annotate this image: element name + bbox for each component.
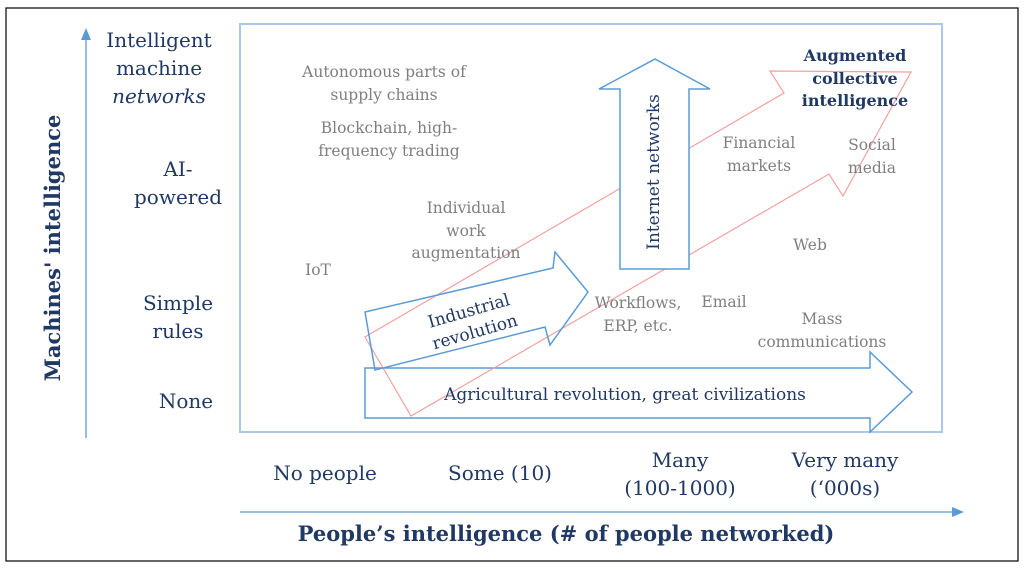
x-level: No people xyxy=(273,461,377,485)
example-label: work xyxy=(446,222,486,240)
example-label: Social xyxy=(848,136,896,154)
augmented-label-line: Augmented xyxy=(803,46,907,65)
example-label: supply chains xyxy=(330,86,437,104)
augmented-label-line: collective xyxy=(812,69,897,88)
x-level: Some (10) xyxy=(448,461,552,485)
industrial-label: Industrial revolution xyxy=(426,290,520,354)
agricultural-arrow xyxy=(364,350,914,434)
x-axis-arrow xyxy=(240,507,964,517)
example-label: Workflows, xyxy=(595,294,682,312)
y-level: rules xyxy=(153,319,204,343)
y-level: None xyxy=(159,389,213,413)
example-label: Blockchain, high- xyxy=(321,119,458,137)
example-label: Individual xyxy=(427,199,506,217)
augmented-label-line: intelligence xyxy=(802,91,908,110)
y-level: AI- xyxy=(162,157,192,181)
example-label: ERP, etc. xyxy=(603,317,672,335)
y-axis-title: Machines' intelligence xyxy=(40,115,65,382)
y-axis-levels: Intelligent machine networks AI- powered… xyxy=(106,28,222,413)
example-label: Web xyxy=(793,236,827,254)
example-label: frequency trading xyxy=(318,142,459,160)
examples: Autonomous parts of supply chains Blockc… xyxy=(301,63,896,351)
y-level: Simple xyxy=(143,291,213,315)
augmented-arrow xyxy=(364,70,913,417)
example-label: Mass xyxy=(801,310,842,328)
example-label: communications xyxy=(758,333,887,351)
example-label: markets xyxy=(727,157,791,175)
x-level: (‘000s) xyxy=(810,476,880,500)
x-level: Very many xyxy=(791,448,899,472)
example-label: Autonomous parts of xyxy=(301,63,467,81)
example-label: augmentation xyxy=(412,244,521,262)
example-label: Financial xyxy=(723,134,796,152)
y-level: Intelligent xyxy=(106,28,211,52)
example-label: media xyxy=(848,159,896,177)
y-level: machine xyxy=(116,56,202,80)
x-axis-title: People’s intelligence (# of people netwo… xyxy=(298,521,835,546)
example-label: IoT xyxy=(305,261,331,279)
plot-frame xyxy=(239,23,943,433)
y-level: powered xyxy=(134,185,222,209)
internet-label: Internet networks xyxy=(644,94,664,250)
outer-frame xyxy=(5,7,1019,562)
y-level: networks xyxy=(112,84,206,108)
industrial-arrow xyxy=(364,250,589,371)
example-label: Email xyxy=(701,293,746,311)
agricultural-label: Agricultural revolution, great civilizat… xyxy=(443,385,806,405)
internet-arrow xyxy=(598,58,711,270)
y-axis-arrow xyxy=(81,28,91,438)
augmented-label: Augmented collective intelligence xyxy=(802,46,908,110)
x-level: Many xyxy=(652,448,709,472)
x-axis-levels: No people Some (10) Many (100-1000) Very… xyxy=(273,448,899,500)
x-level: (100-1000) xyxy=(624,476,735,500)
